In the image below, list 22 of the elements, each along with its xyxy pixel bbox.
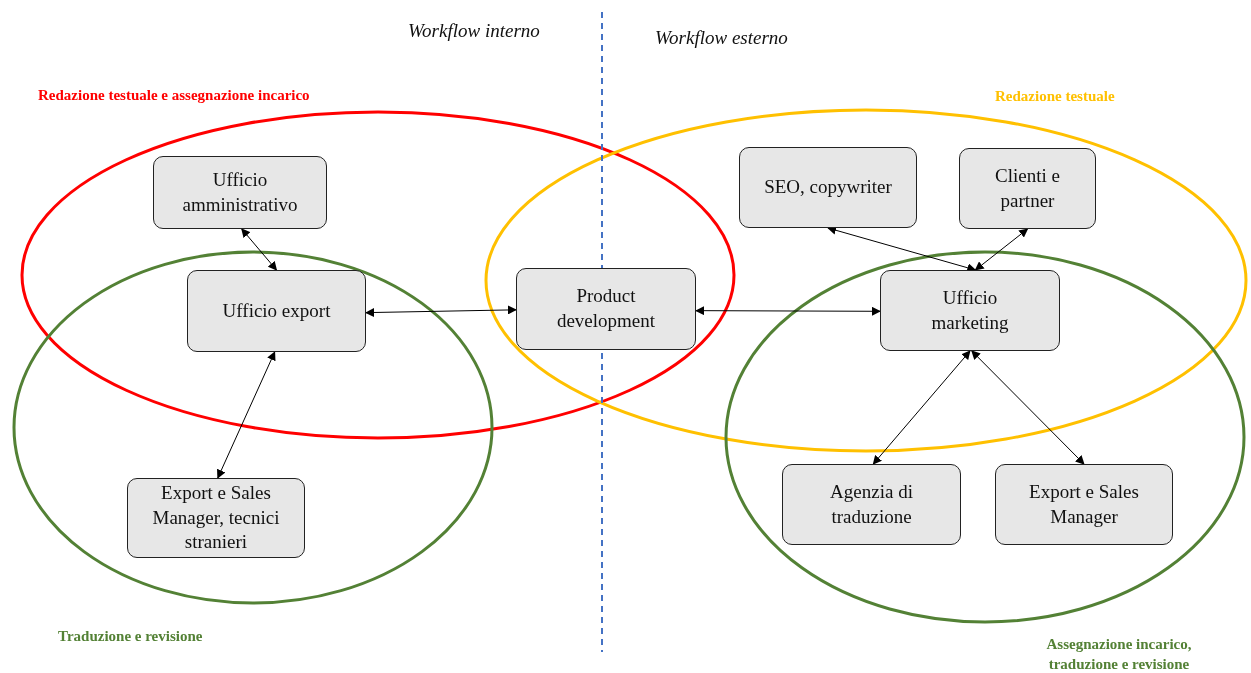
process-box: SEO, copywriter <box>739 147 917 228</box>
group-heading: Assegnazione incarico, traduzione e revisione <box>1045 635 1193 673</box>
arrow <box>365 305 517 317</box>
arrow <box>217 351 276 479</box>
group-heading: Traduzione e revisione <box>58 627 204 646</box>
section-label: Workflow interno <box>408 20 540 42</box>
process-box: Product development <box>516 268 696 350</box>
process-box: Clienti e partner <box>959 148 1096 229</box>
process-box: Ufficio amministrativo <box>153 156 327 229</box>
arrow <box>974 228 1029 271</box>
process-box: Ufficio marketing <box>880 270 1060 351</box>
group-heading: Redazione testuale <box>995 87 1116 106</box>
arrow <box>695 306 881 316</box>
group-heading: Redazione testuale e assegnazione incarico <box>38 86 311 105</box>
process-box: Ufficio export <box>187 270 366 352</box>
arrow <box>872 350 971 465</box>
process-box: Export e Sales Manager <box>995 464 1173 545</box>
arrow <box>971 350 1085 465</box>
process-box: Agenzia di traduzione <box>782 464 961 545</box>
arrow <box>241 228 278 271</box>
section-label: Workflow esterno <box>655 27 788 49</box>
process-box: Export e Sales Manager, tecnici stranieri <box>127 478 305 558</box>
